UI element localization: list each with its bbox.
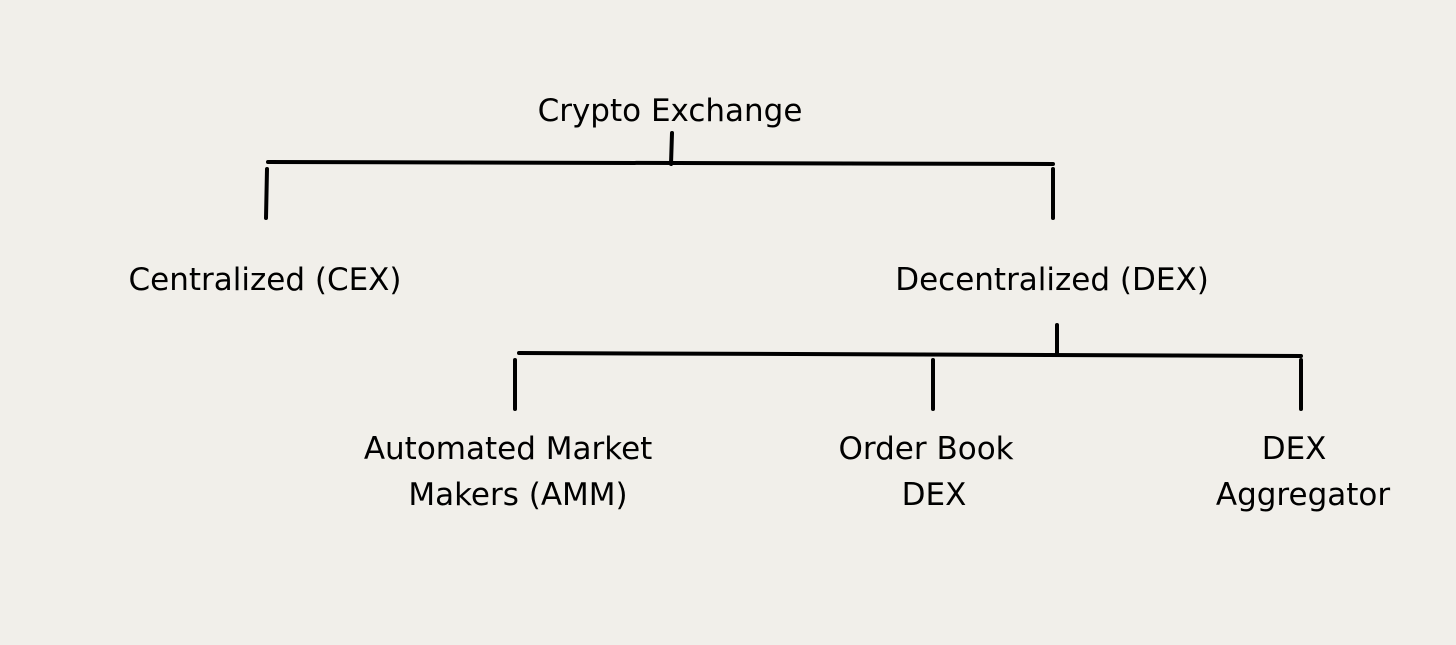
connector-cex-drop [264, 167, 269, 220]
node-order-book: Order Book DEX [839, 431, 1024, 513]
connector-level2-bar [517, 351, 1303, 358]
node-root: Crypto Exchange [538, 93, 803, 129]
connector-root-stem [669, 131, 674, 166]
node-order-book-line-1: Order Book [839, 431, 1014, 467]
node-aggregator: DEX Aggregator [1216, 431, 1390, 513]
node-aggregator-line-1: DEX [1262, 431, 1327, 467]
node-centralized: Centralized (CEX) [128, 262, 401, 298]
node-amm-line-2: Makers (AMM) [408, 477, 627, 513]
node-order-book-line-2: DEX [902, 477, 967, 513]
node-aggregator-line-2: Aggregator [1216, 477, 1390, 513]
connector-level1-bar [266, 160, 1055, 166]
node-amm: Automated Market Makers (AMM) [364, 431, 662, 513]
node-decentralized: Decentralized (DEX) [895, 262, 1209, 298]
node-amm-line-1: Automated Market [364, 431, 653, 467]
